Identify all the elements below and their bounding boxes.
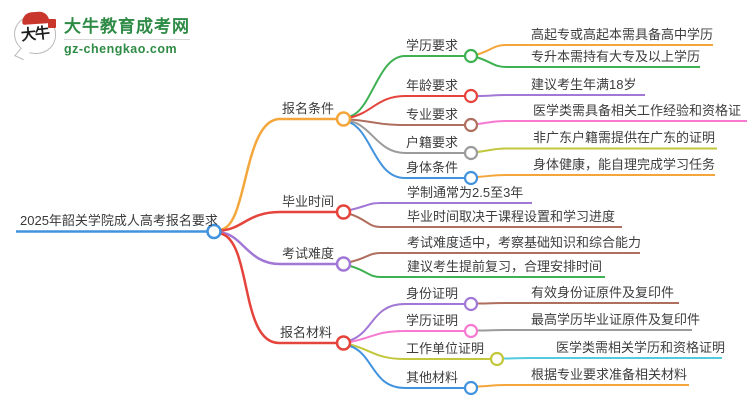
node-circle-work-proof	[489, 351, 505, 367]
leaf-review-early: 建议考生提前复习，合理安排时间	[407, 259, 603, 274]
edge-signup-materials	[220, 232, 337, 345]
node-work-proof: 工作单位证明	[406, 341, 485, 356]
leaf-age18: 建议考生年满18岁	[531, 77, 637, 92]
edge-exam-difficulty	[220, 231, 337, 266]
edge-residence-req	[349, 120, 465, 154]
edge-other-materials	[349, 345, 465, 389]
edge-leaf-highschool	[477, 44, 713, 56]
edge-age-req	[349, 95, 465, 119]
node-major-req: 专业要求	[406, 107, 459, 122]
node-circle-signup-conditions	[335, 111, 352, 127]
edge-leaf-moderate	[349, 252, 640, 263]
branch-signup-conditions: 报名条件	[282, 101, 335, 116]
brand-name: 大牛教育成考网	[64, 17, 190, 36]
edge-leaf-medical-exp	[477, 120, 747, 125]
leaf-medical-experience: 医学类需具备相关工作经验和资格证	[533, 103, 742, 118]
edge-leaf-per-major	[477, 384, 689, 388]
leaf-idcard-copy: 有效身份证原件及复印件	[531, 285, 675, 300]
node-circle-signup-materials	[335, 335, 352, 351]
node-health-req: 身体条件	[406, 160, 459, 175]
edge-leaf-schoolyears	[349, 202, 532, 211]
edge-signup-conditions	[220, 117, 337, 231]
edge-leaf-college	[477, 56, 700, 68]
mindmap-root-node: 2025年韶关学院成人高考报名要求	[20, 213, 218, 228]
node-diploma-proof: 学历证明	[406, 313, 459, 328]
site-logo[interactable]: 大牛 大牛教育成考网 gz-chengkao.com	[14, 10, 190, 60]
leaf-highest-diploma-copy: 最高学历毕业证原件及复印件	[531, 312, 701, 327]
node-circle-health-req	[463, 170, 479, 186]
node-circle-residence-req	[463, 145, 479, 161]
node-education-req: 学历要求	[406, 38, 459, 53]
node-age-req: 年龄要求	[406, 78, 459, 93]
node-circle-other-materials	[463, 380, 479, 396]
node-circle-age-req	[463, 88, 479, 104]
edge-major-req	[349, 118, 465, 126]
logo-text-block: 大牛教育成考网 gz-chengkao.com	[64, 12, 190, 56]
logo-bubble-icon: 大牛	[14, 10, 56, 60]
leaf-guangdong-proof: 非广东户籍需提供在广东的证明	[533, 130, 716, 145]
leaf-difficulty-moderate: 考试难度适中，考察基础知识和综合能力	[407, 235, 642, 250]
edge-id-proof	[349, 303, 465, 342]
node-other-materials: 其他材料	[406, 370, 459, 385]
edge-education-req	[349, 55, 465, 118]
edge-diploma-proof	[349, 330, 465, 343]
edge-leaf-review	[349, 265, 605, 278]
branch-signup-materials: 报名材料	[280, 325, 333, 340]
leaf-per-major-materials: 根据专业要求准备相关材料	[531, 367, 688, 382]
node-circle-education-req	[463, 48, 479, 64]
branch-graduation-time: 毕业时间	[282, 194, 335, 209]
node-circle-major-req	[463, 117, 479, 133]
node-circle-graduation-time	[335, 204, 352, 220]
node-residence-req: 户籍要求	[406, 135, 459, 150]
leaf-healthy: 身体健康，能自理完成学习任务	[533, 157, 716, 172]
edge-leaf-depends	[349, 213, 622, 228]
node-id-proof: 身份证明	[406, 286, 459, 301]
edge-leaf-healthy	[477, 174, 715, 178]
edge-leaf-medical-cert	[503, 357, 722, 360]
edge-leaf-highest-diploma	[477, 329, 692, 332]
leaf-highschool-req: 高起专或高起本需具备高中学历	[531, 27, 714, 42]
edge-leaf-idcard	[477, 302, 679, 305]
logo-calligraphy-text: 大牛	[20, 25, 50, 44]
node-circle-diploma-proof	[463, 323, 479, 339]
edge-work-proof	[349, 343, 491, 360]
edge-leaf-guangdong	[477, 147, 717, 153]
node-circle-id-proof	[463, 296, 479, 312]
edge-health-req	[349, 121, 465, 179]
leaf-depends-courses: 毕业时间取决于课程设置和学习进度	[407, 209, 616, 224]
brand-domain: gz-chengkao.com	[64, 39, 190, 56]
node-circle-exam-difficulty	[335, 256, 352, 272]
leaf-school-years: 学制通常为2.5至3年	[407, 185, 524, 200]
leaf-college-req: 专升本需持有大专及以上学历	[531, 49, 701, 64]
leaf-medical-cert: 医学类需相关学历和资格证明	[556, 340, 726, 355]
node-circle-root	[206, 223, 222, 240]
logo-red-seal	[48, 18, 56, 28]
edge-leaf-age18	[477, 94, 645, 97]
branch-exam-difficulty: 考试难度	[282, 246, 335, 261]
edge-graduation-time	[220, 210, 337, 232]
